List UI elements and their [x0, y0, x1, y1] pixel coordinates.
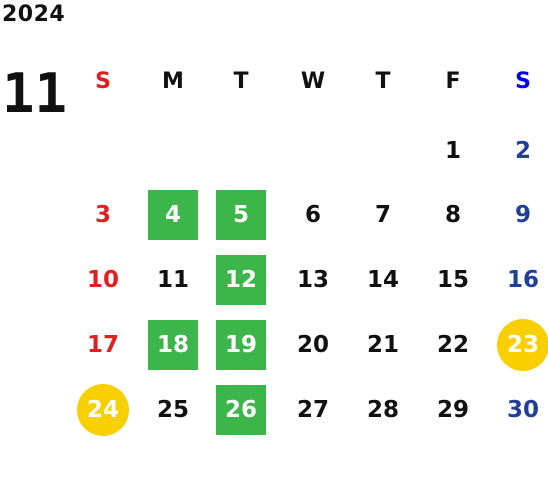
- weekday-header: T: [233, 68, 249, 94]
- day-cell[interactable]: 25: [156, 397, 189, 423]
- day-cell[interactable]: 13: [296, 267, 329, 293]
- weekday-header: S: [95, 68, 111, 94]
- weekday-header: T: [375, 68, 391, 94]
- day-cell[interactable]: 24: [77, 384, 129, 436]
- day-cell[interactable]: 22: [436, 332, 469, 358]
- day-cell[interactable]: 4: [148, 190, 198, 240]
- day-cell[interactable]: 8: [444, 202, 461, 228]
- year-label: 2024: [2, 2, 66, 27]
- day-cell[interactable]: 15: [436, 267, 469, 293]
- day-cell[interactable]: 12: [216, 255, 266, 305]
- day-cell[interactable]: 10: [86, 267, 119, 293]
- day-cell[interactable]: 3: [94, 202, 111, 228]
- day-cell[interactable]: 14: [366, 267, 399, 293]
- day-cell[interactable]: 9: [514, 202, 531, 228]
- day-cell[interactable]: 5: [216, 190, 266, 240]
- weekday-header: M: [162, 68, 184, 94]
- weekday-header: W: [300, 68, 326, 94]
- day-cell[interactable]: 26: [216, 385, 266, 435]
- day-cell[interactable]: 2: [514, 138, 531, 164]
- day-cell[interactable]: 30: [506, 397, 539, 423]
- day-cell[interactable]: 27: [296, 397, 329, 423]
- day-cell[interactable]: 29: [436, 397, 469, 423]
- day-cell[interactable]: 21: [366, 332, 399, 358]
- day-cell[interactable]: 11: [156, 267, 189, 293]
- day-cell[interactable]: 1: [444, 138, 461, 164]
- day-cell[interactable]: 23: [497, 319, 548, 371]
- day-cell[interactable]: 28: [366, 397, 399, 423]
- day-cell[interactable]: 20: [296, 332, 329, 358]
- day-cell[interactable]: 17: [86, 332, 119, 358]
- weekday-header: S: [515, 68, 531, 94]
- day-cell[interactable]: 7: [374, 202, 391, 228]
- day-cell[interactable]: 18: [148, 320, 198, 370]
- weekday-header: F: [445, 68, 461, 94]
- month-number: 11: [2, 62, 68, 125]
- day-cell[interactable]: 6: [304, 202, 321, 228]
- day-cell[interactable]: 16: [506, 267, 539, 293]
- day-cell[interactable]: 19: [216, 320, 266, 370]
